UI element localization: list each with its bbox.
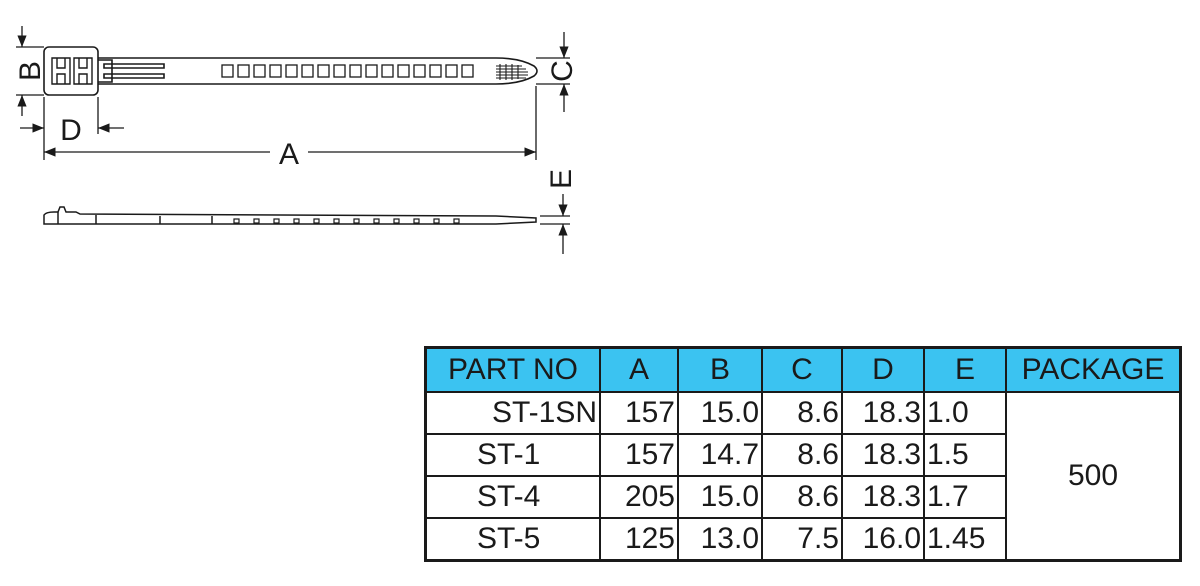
dimension-e	[540, 194, 570, 254]
label-d: D	[60, 114, 82, 147]
table-row: ST-5 125 13.0 7.5 16.0 1.45	[424, 517, 1181, 562]
cell-e: 1.5	[923, 433, 1007, 477]
cell-b: 15.0	[677, 391, 763, 435]
header-e: E	[923, 346, 1007, 393]
table-row: ST-1SN 157 15.0 8.6 18.3 1.0 500	[424, 391, 1182, 562]
cell-e: 1.0	[923, 391, 1007, 435]
table-row: ST-1 157 14.7 8.6 18.3 1.5	[424, 433, 1181, 477]
cell-part-no: ST-1SN	[424, 391, 601, 435]
cell-d: 18.3	[841, 475, 925, 519]
header-d: D	[841, 346, 925, 393]
cell-b: 15.0	[677, 475, 763, 519]
tail-grip	[496, 64, 528, 80]
cell-d: 18.3	[841, 433, 925, 477]
cell-c: 7.5	[761, 517, 843, 562]
label-b: B	[14, 61, 47, 81]
header-part-no: PART NO	[424, 346, 601, 393]
side-ratchet-teeth	[233, 218, 460, 224]
label-e: E	[545, 169, 578, 189]
h-logo-icon	[51, 57, 93, 85]
tie-strap	[98, 57, 538, 85]
cell-b: 14.7	[677, 433, 763, 477]
tie-side-view	[43, 206, 537, 225]
cell-a: 205	[599, 475, 679, 519]
ratchet-holes	[221, 64, 474, 78]
cell-part-no: ST-4	[424, 475, 601, 519]
label-a: A	[279, 138, 299, 171]
cell-e: 1.45	[923, 517, 1007, 562]
header-b: B	[677, 346, 763, 393]
cell-package: 500	[1005, 391, 1182, 562]
header-c: C	[761, 346, 843, 393]
cell-e: 1.7	[923, 475, 1007, 519]
tie-head	[43, 46, 99, 96]
tie-top-view	[43, 46, 538, 96]
cell-c: 8.6	[761, 433, 843, 477]
table-header-row: PART NO A B C D E PACKAGE	[424, 346, 1182, 393]
cell-a: 125	[599, 517, 679, 562]
dimension-lines	[16, 26, 570, 160]
cell-part-no: ST-5	[424, 517, 601, 562]
cell-c: 8.6	[761, 391, 843, 435]
cell-a: 157	[599, 433, 679, 477]
table-row: ST-4 205 15.0 8.6 18.3 1.7	[424, 475, 1181, 519]
header-a: A	[599, 346, 679, 393]
label-c: C	[546, 60, 579, 82]
cell-d: 18.3	[841, 391, 925, 435]
cell-d: 16.0	[841, 517, 925, 562]
specification-table: PART NO A B C D E PACKAGE ST-1SN 157 15.…	[424, 346, 1182, 562]
cell-b: 13.0	[677, 517, 763, 562]
cell-a: 157	[599, 391, 679, 435]
cell-part-no: ST-1	[424, 433, 601, 477]
cell-c: 8.6	[761, 475, 843, 519]
header-package: PACKAGE	[1005, 346, 1182, 393]
